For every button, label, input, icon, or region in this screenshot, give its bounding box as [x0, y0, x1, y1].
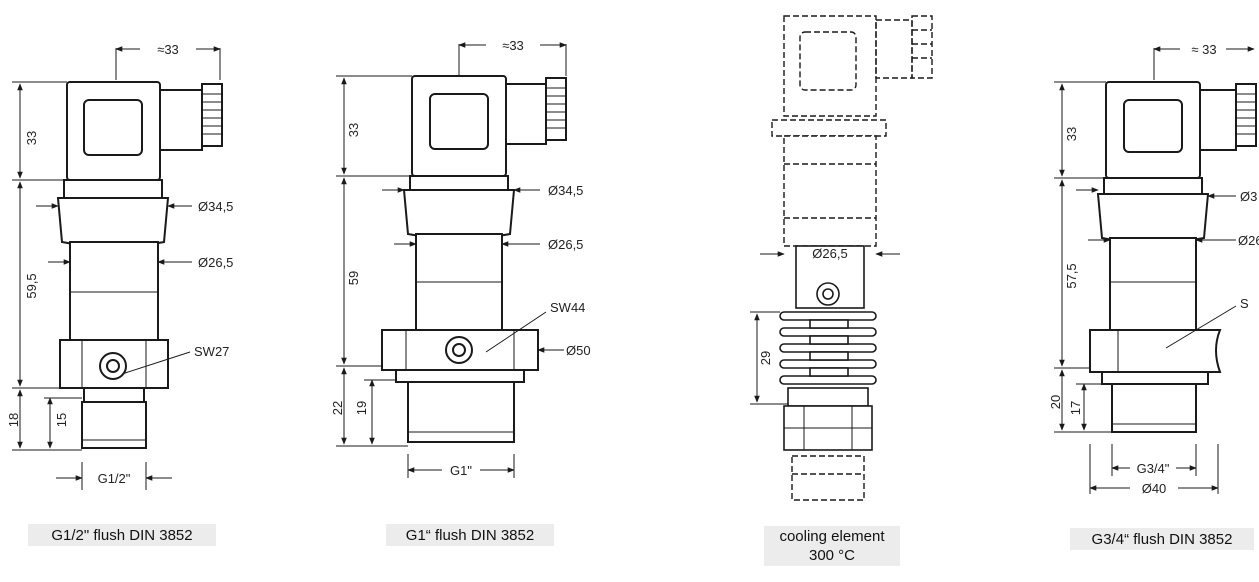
plug-grip-ribs	[546, 87, 566, 129]
thread-inner-label: 19	[354, 401, 369, 415]
body-height-label: 57,5	[1064, 263, 1079, 288]
thread	[1111, 383, 1197, 433]
plug-body	[1199, 89, 1237, 151]
collar-dashed	[771, 119, 887, 137]
thread-inner-label: 15	[54, 413, 69, 427]
body-dashed	[783, 135, 877, 247]
thread-height-label: 22	[330, 401, 345, 415]
hex-nut	[1089, 329, 1222, 373]
thread-size-label: G3/4"	[1137, 461, 1170, 476]
body-dia-label: Ø26,5	[812, 246, 847, 261]
caption-g34: G3/4“ flush DIN 3852	[1092, 531, 1233, 548]
plug-body	[505, 83, 547, 145]
connector-width-label: ≈ 33	[1191, 42, 1216, 57]
cooling-fins	[779, 311, 877, 385]
hex-size-label: S	[1240, 296, 1249, 311]
body-dia-label: Ø26	[1238, 233, 1259, 248]
body-height-label: 59,5	[24, 273, 39, 298]
body-dia-label: Ø26,5	[548, 237, 583, 252]
caption-box	[386, 524, 554, 546]
housing-head-dashed	[783, 15, 877, 117]
fin-height-label: 29	[758, 351, 773, 365]
thread	[407, 381, 515, 443]
thread-collar	[395, 369, 525, 383]
vertical-dimensions: 33 57,5 20 17	[1048, 81, 1112, 433]
caption-g12: G1/2" flush DIN 3852	[51, 527, 192, 544]
collar	[409, 175, 509, 191]
connector-window	[1123, 99, 1183, 153]
diameter-dimensions: Ø34,5 Ø26,5 SW44 Ø50 G1"	[382, 183, 591, 478]
head-height-label: 33	[1064, 127, 1079, 141]
plug-grip	[201, 83, 223, 147]
thread-collar	[83, 387, 145, 403]
connector-width-label: ≈33	[502, 38, 524, 53]
flange	[1096, 193, 1210, 244]
caption-cooling-line1: cooling element	[779, 528, 885, 545]
collar	[63, 179, 163, 199]
connector-window	[83, 99, 143, 156]
connector-width-dimension: ≈33	[115, 42, 221, 80]
thread-dashed	[791, 455, 865, 501]
connector-width-dimension: ≈33	[458, 38, 567, 76]
body-dia-label: Ø26,5	[198, 255, 233, 270]
connector-window	[429, 93, 489, 150]
thread-size-label: G1/2"	[98, 471, 131, 486]
connector-width-label: ≈33	[157, 42, 179, 57]
hex-size-label: SW27	[194, 344, 229, 359]
diameter-dimensions: Ø34,5 Ø26,5 SW27 G1/2"	[36, 199, 233, 490]
flange-dia-label: Ø34,5	[198, 199, 233, 214]
caption-cooling-line2: 300 °C	[809, 547, 855, 564]
plug-grip	[545, 77, 567, 141]
base-dia-label: Ø40	[1142, 481, 1167, 496]
thread-height-label: 20	[1048, 395, 1063, 409]
caption-g1: G1“ flush DIN 3852	[406, 527, 534, 544]
caption-box	[28, 524, 216, 546]
head-height-label: 33	[346, 123, 361, 137]
head-height-label: 33	[24, 131, 39, 145]
collar	[1103, 177, 1203, 195]
vertical-dimensions: 33 59,5 18 15	[6, 81, 82, 451]
flange	[402, 189, 516, 240]
flange-dia-label: Ø3	[1240, 189, 1257, 204]
drawing-cooling-element: Ø26,5 29 cooling element 300 °C	[750, 15, 933, 566]
caption-box	[1070, 528, 1254, 550]
caption-box	[764, 526, 900, 566]
thread-collar	[1101, 371, 1209, 385]
plug-dashed	[875, 19, 913, 79]
thread-inner-label: 17	[1068, 401, 1083, 415]
plug-grip-ribs	[202, 93, 222, 135]
plug-grip-dashed	[911, 15, 933, 79]
thread	[81, 401, 147, 449]
drawing-g34: ≈ 33 33 57,5	[1048, 42, 1259, 550]
flange	[56, 197, 170, 248]
thread-height-label: 18	[6, 413, 21, 427]
connector-window-dashed	[799, 31, 857, 91]
sensor-body	[1109, 237, 1197, 331]
plug-grip-ribs	[1236, 93, 1256, 135]
flange-dia-label: Ø34,5	[548, 183, 583, 198]
sensor-body	[69, 241, 159, 341]
plug-body	[159, 89, 203, 151]
plug-grip	[1235, 83, 1257, 147]
cooling-base	[787, 387, 869, 407]
hex-size-label: SW44	[550, 300, 585, 315]
drawing-g1: ≈33 33 59	[330, 38, 591, 546]
connector-width-dimension: ≈ 33	[1153, 42, 1255, 80]
cooling-neck	[795, 245, 865, 309]
diameter-dimensions: Ø3 Ø26 S G3/4" Ø40	[1076, 187, 1259, 496]
thread-size-label: G1"	[450, 463, 472, 478]
body-height-label: 59	[346, 271, 361, 285]
vertical-dimensions: 33 59 22 19	[330, 75, 412, 447]
drawing-g12: ≈33	[6, 42, 233, 546]
hex-dia-label: Ø50	[566, 343, 591, 358]
